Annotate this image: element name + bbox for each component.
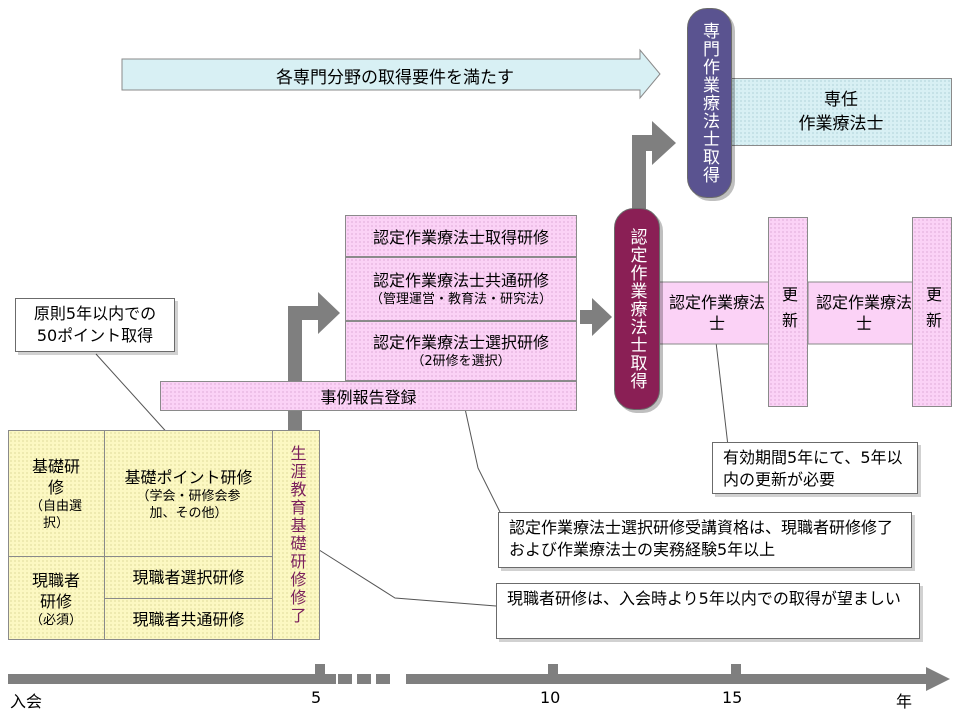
lifelong-cell: 生涯教育基礎研修修了	[273, 431, 320, 639]
basic-training-sub: （自由選択）	[29, 499, 82, 531]
senin-line2: 作業療法士	[798, 114, 884, 134]
arrow-to-certified	[580, 298, 612, 336]
note-points-text: 原則5年以内での50ポイント取得	[33, 304, 157, 345]
case-report-label: 事例報告登録	[320, 388, 417, 407]
requirements-arrow-label: 各専門分野の取得要件を満たす	[276, 67, 514, 88]
certified-2-label: 認定作業療法士	[816, 293, 913, 333]
current-common-label: 現職者共通研修	[132, 610, 245, 629]
lifelong-label: 生涯教育基礎研修修了	[287, 445, 307, 625]
specialist-acquired-pill: 専門作業療法士取得	[687, 8, 732, 198]
tick-5	[315, 664, 325, 676]
current-training-cell: 現職者研修 （必須）	[8, 560, 104, 638]
leader-current	[315, 547, 497, 607]
timeline-10-label: 10	[540, 688, 561, 707]
leader-elective-qual	[463, 403, 501, 513]
course-elective-label: 認定作業療法士選択研修	[372, 333, 549, 352]
basic-training-table	[8, 430, 320, 640]
timeline-unit-label: 年	[896, 692, 913, 711]
note-current-recommend: 現職者研修は、入会時より5年以内での取得が望ましい	[496, 583, 920, 639]
renewal-2-label: 更新	[923, 286, 942, 338]
basic-training-label: 基礎研修	[31, 457, 80, 497]
course-common-box: 認定作業療法士共通研修 （管理運営・教育法・研究法）	[345, 257, 577, 321]
current-elective-label: 現職者選択研修	[132, 568, 245, 587]
timeline-start-label: 入会	[10, 692, 43, 711]
course-elective-box: 認定作業療法士選択研修 （2研修を選択）	[345, 321, 577, 381]
course-common-sub: （管理運営・教育法・研究法）	[369, 292, 552, 307]
note-elective-qualification-text: 認定作業療法士選択研修受講資格は、現職者研修修了および作業療法士の実務経験5年以…	[509, 518, 894, 559]
note-points: 原則5年以内での50ポイント取得	[15, 298, 175, 352]
certified-1-box: 認定作業療法士	[662, 282, 772, 344]
basic-point-label: 基礎ポイント研修	[124, 467, 253, 487]
course-common-label: 認定作業療法士共通研修	[372, 271, 549, 290]
course-acquisition-label: 認定作業療法士取得研修	[372, 228, 549, 247]
timeline-15-label: 15	[722, 688, 743, 707]
renewal-1-box: 更新	[768, 217, 808, 407]
current-elective-cell: 現職者選択研修	[105, 557, 272, 598]
renewal-2-box: 更新	[912, 217, 952, 407]
certified-acquired-pill: 認定作業療法士取得	[614, 208, 660, 410]
current-training-sub: （必須）	[29, 612, 82, 628]
basic-training-cell: 基礎研修 （自由選択）	[8, 452, 104, 536]
progress-arrow-stem	[288, 405, 302, 435]
note-current-recommend-text: 現職者研修は、入会時より5年以内での取得が望ましい	[507, 589, 901, 608]
note-validity: 有効期間5年にて、5年以内の更新が必要	[712, 442, 918, 494]
senin-ot-box: 専任 作業療法士	[730, 78, 952, 146]
certified-2-box: 認定作業療法士	[810, 282, 918, 344]
arrow-to-courses	[288, 292, 340, 382]
table-divider-h2	[104, 598, 272, 599]
timeline-arrowhead	[926, 667, 950, 691]
timeline-5-label: 5	[311, 688, 322, 707]
note-validity-text: 有効期間5年にて、5年以内の更新が必要	[723, 448, 903, 489]
case-report-box: 事例報告登録	[160, 381, 577, 411]
certified-1-label: 認定作業療法士	[668, 293, 765, 333]
current-common-cell: 現職者共通研修	[105, 599, 272, 640]
tick-15	[731, 664, 741, 676]
note-elective-qualification: 認定作業療法士選択研修受講資格は、現職者研修修了および作業療法士の実務経験5年以…	[498, 512, 912, 568]
renewal-1-label: 更新	[779, 286, 798, 338]
table-divider-v1	[104, 430, 105, 640]
course-acquisition-box: 認定作業療法士取得研修	[345, 215, 577, 257]
tick-10	[548, 664, 558, 676]
timeline-axis	[8, 674, 928, 684]
certified-acquired-label: 認定作業療法士取得	[626, 228, 647, 390]
leader-validity	[715, 341, 729, 447]
basic-point-sub: （学会・研修会参加、その他）	[136, 488, 241, 521]
basic-point-cell: 基礎ポイント研修 （学会・研修会参加、その他）	[105, 452, 272, 536]
senin-line1: 専任	[824, 90, 858, 110]
arrow-to-specialist	[632, 121, 676, 212]
course-elective-sub: （2研修を選択）	[411, 354, 511, 369]
requirements-arrow-shape	[121, 48, 661, 100]
specialist-acquired-label: 専門作業療法士取得	[699, 22, 719, 184]
current-training-label: 現職者研修	[31, 570, 80, 611]
table-divider-h1	[8, 556, 272, 557]
table-divider-v2	[272, 430, 273, 640]
